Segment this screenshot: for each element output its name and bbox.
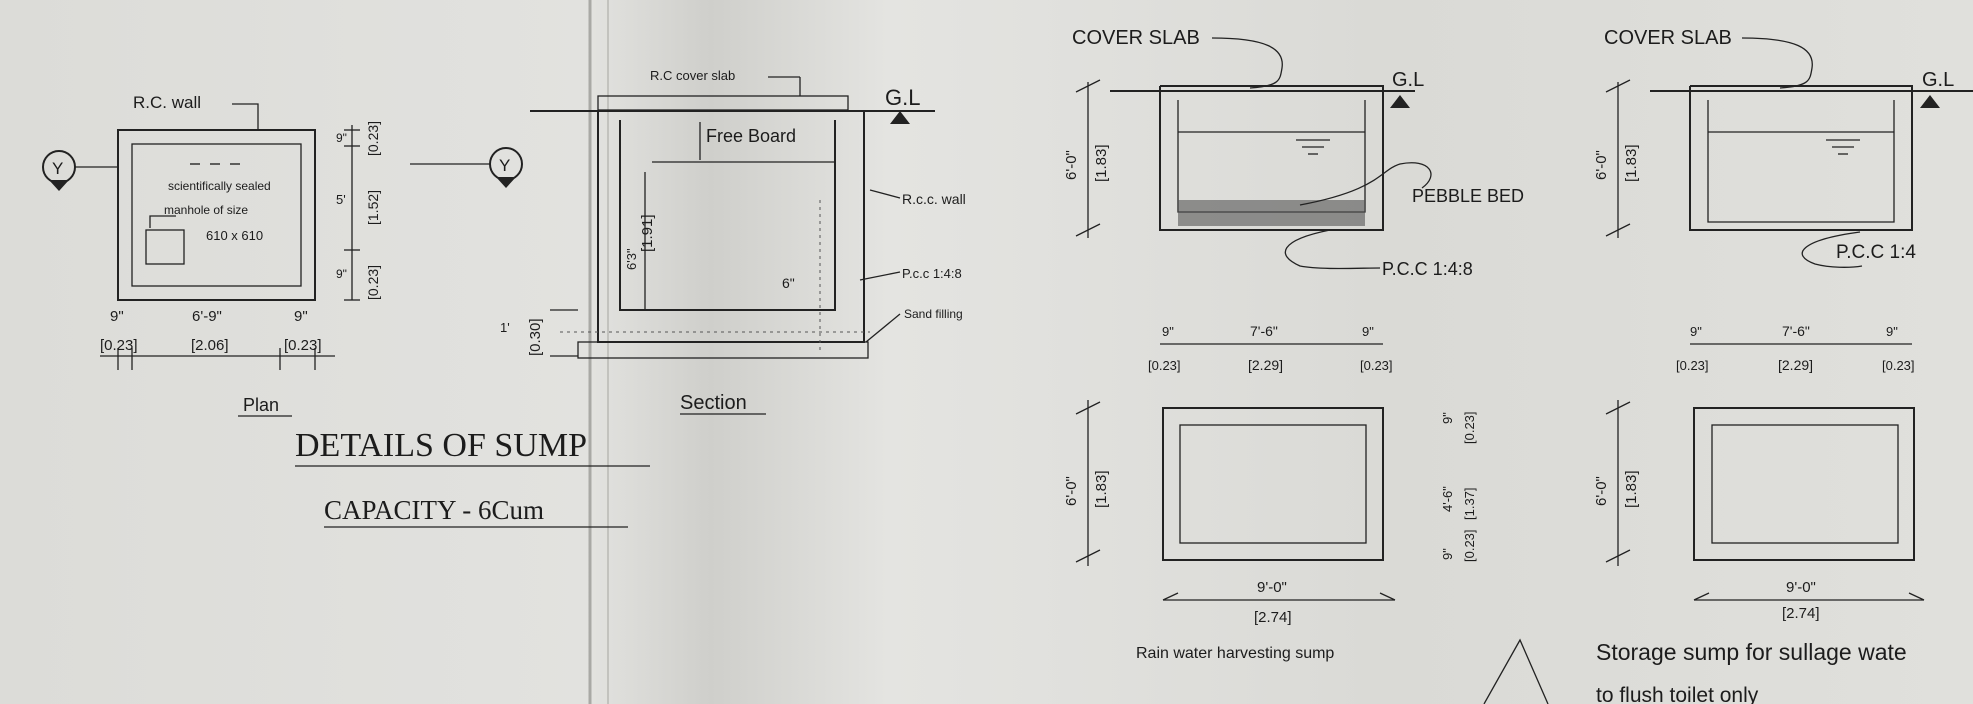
svg-text:[1.37]: [1.37] — [1462, 487, 1477, 520]
svg-text:9": 9" — [336, 131, 347, 145]
svg-text:[0.23]: [0.23] — [1148, 358, 1181, 373]
rain-cover-slab-label: COVER SLAB — [1072, 27, 1200, 49]
plan-outer-wall — [117, 129, 316, 301]
svg-text:[0.23]: [0.23] — [100, 337, 138, 354]
free-board-label: Free Board — [706, 126, 796, 146]
manhole-text-1: scientifically sealed — [168, 179, 271, 193]
svg-text:6'-9": 6'-9" — [192, 308, 222, 325]
section-wall — [619, 120, 836, 311]
plan-drawing: R.C. wall Y Y scientifically sealed manh… — [42, 93, 523, 417]
svg-text:6'-0": 6'-0" — [1593, 150, 1610, 180]
manhole-text-2: manhole of size — [164, 203, 248, 217]
section-drawing: R.C cover slab G.L Free Board [1.91] 6'3… — [500, 68, 966, 415]
svg-text:[2.74]: [2.74] — [1254, 609, 1292, 626]
plan-dim-right-metric-3: [0.23] — [365, 265, 381, 300]
svg-text:5': 5' — [336, 192, 346, 207]
svg-text:[0.23]: [0.23] — [284, 337, 322, 354]
svg-text:9'-0": 9'-0" — [1786, 579, 1816, 596]
paper-mark — [1483, 638, 1549, 704]
callout-rcc-wall: R.c.c. wall — [902, 191, 966, 207]
rain-sump-box — [1159, 85, 1384, 231]
sullage-plan-inner — [1711, 424, 1899, 544]
rain-pcc-label: P.C.C 1:4:8 — [1382, 259, 1473, 279]
svg-text:6'-0": 6'-0" — [1063, 476, 1080, 506]
sullage-sump-section: COVER SLAB G.L P.C.C 1:4 6'-0" [1.83] 9"… — [1593, 27, 1973, 704]
svg-text:[0.23]: [0.23] — [1882, 358, 1915, 373]
svg-text:9": 9" — [1440, 548, 1455, 560]
svg-text:[0.23]: [0.23] — [1360, 358, 1393, 373]
svg-text:9": 9" — [1162, 324, 1174, 339]
svg-text:6": 6" — [782, 275, 795, 291]
base-metric: [0.30] — [527, 318, 544, 356]
svg-text:9": 9" — [336, 267, 347, 281]
svg-text:9": 9" — [294, 308, 308, 325]
svg-text:6'-0": 6'-0" — [1593, 476, 1610, 506]
sand-filling-layer — [577, 341, 869, 359]
svg-text:[0.23]: [0.23] — [1462, 529, 1477, 562]
svg-text:[1.83]: [1.83] — [1093, 144, 1110, 182]
svg-text:[0.23]: [0.23] — [1676, 358, 1709, 373]
manhole — [145, 229, 185, 265]
rain-sump-section: COVER SLAB G.L PEBBLE BED P.C.C 1:4:8 6'… — [1063, 27, 1524, 662]
svg-text:[2.74]: [2.74] — [1782, 605, 1820, 622]
svg-text:9": 9" — [110, 308, 124, 325]
svg-text:[1.83]: [1.83] — [1093, 470, 1110, 508]
plan-wall-label: R.C. wall — [133, 93, 201, 112]
sullage-cover-slab-label: COVER SLAB — [1604, 27, 1732, 49]
sump-capacity: CAPACITY - 6Cum — [324, 495, 544, 525]
sullage-sump-box — [1689, 85, 1913, 231]
sullage-caption-2: to flush toilet only — [1596, 684, 1759, 704]
section-height: [1.91] — [639, 214, 656, 252]
sullage-pcc-label: P.C.C 1:4 — [1836, 242, 1916, 263]
sullage-plan-outer — [1693, 407, 1915, 561]
svg-text:[1.83]: [1.83] — [1623, 144, 1640, 182]
section-height-imperial: 6'3" — [624, 248, 639, 270]
manhole-text-3: 610 x 610 — [206, 228, 263, 243]
svg-text:Y: Y — [499, 156, 510, 175]
plan-caption: Plan — [243, 395, 279, 415]
svg-text:[0.23]: [0.23] — [1462, 411, 1477, 444]
section-caption: Section — [680, 392, 747, 414]
section-marker-left: Y — [42, 150, 118, 191]
callout-pcc: P.c.c 1:4:8 — [902, 266, 962, 281]
callout-sand: Sand filling — [904, 307, 963, 321]
svg-text:9": 9" — [1886, 324, 1898, 339]
svg-text:1': 1' — [500, 320, 510, 335]
rain-plan-inner — [1179, 424, 1367, 544]
sullage-caption-1: Storage sump for sullage wate — [1596, 639, 1907, 665]
svg-text:G.L: G.L — [1922, 69, 1954, 91]
svg-text:7'-6": 7'-6" — [1250, 323, 1278, 339]
svg-text:6'-0": 6'-0" — [1063, 150, 1080, 180]
sump-title: DETAILS OF SUMP — [295, 427, 587, 464]
svg-text:9'-0": 9'-0" — [1257, 579, 1287, 596]
svg-text:[2.06]: [2.06] — [191, 337, 229, 354]
svg-text:9": 9" — [1440, 412, 1455, 424]
pebble-bed — [1178, 200, 1365, 226]
plan-dim-right-metric-1: [0.23] — [365, 121, 381, 156]
svg-text:7'-6": 7'-6" — [1782, 323, 1810, 339]
svg-text:Y: Y — [52, 159, 63, 178]
rain-plan-outer — [1162, 407, 1384, 561]
rain-caption: Rain water harvesting sump — [1136, 645, 1334, 662]
svg-text:[1.83]: [1.83] — [1623, 470, 1640, 508]
section-marker-right: Y — [410, 147, 523, 188]
cover-slab-label: R.C cover slab — [650, 68, 735, 83]
svg-text:[2.29]: [2.29] — [1248, 357, 1283, 373]
svg-text:G.L: G.L — [1392, 69, 1424, 91]
plan-inner-wall — [131, 143, 302, 287]
svg-text:[2.29]: [2.29] — [1778, 357, 1813, 373]
svg-text:9": 9" — [1362, 324, 1374, 339]
pebble-bed-label: PEBBLE BED — [1412, 186, 1524, 206]
svg-text:4'-6": 4'-6" — [1440, 486, 1455, 512]
section-gl: G.L — [885, 85, 920, 110]
plan-dim-right-metric-2: [1.52] — [365, 190, 381, 225]
svg-text:9": 9" — [1690, 324, 1702, 339]
